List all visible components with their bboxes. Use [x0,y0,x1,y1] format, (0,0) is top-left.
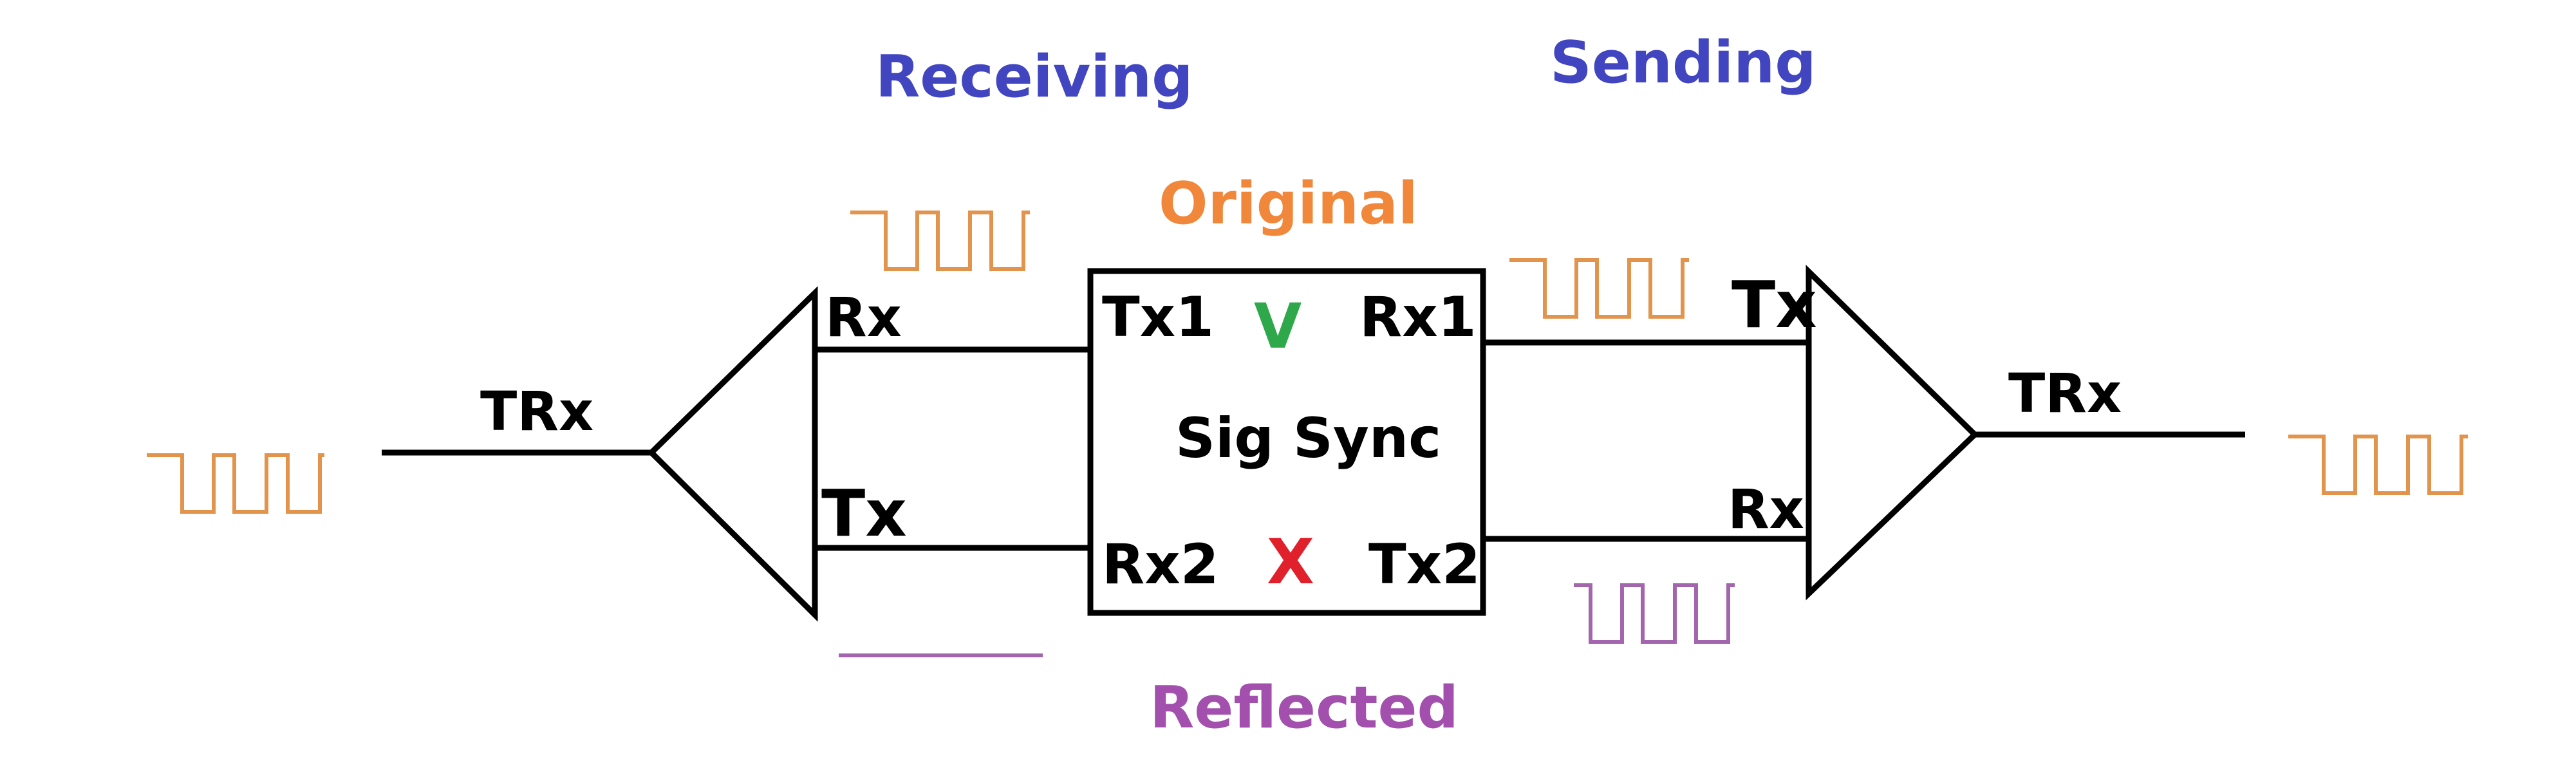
right-rx-label: Rx [1728,478,1804,541]
left-transceiver: TRx Rx Tx [382,286,907,622]
left-tx-label: Tx [821,476,907,551]
sending-heading: Sending [1550,29,1816,97]
sync-tx2-label: Tx2 [1368,532,1480,597]
sync-rx2-label: Rx2 [1102,532,1219,597]
check-mark: V [1254,290,1302,362]
right-transceiver: Tx Rx TRx [1728,265,2245,601]
reflected-waveform [1574,583,1735,644]
sync-tx1-label: Tx1 [1102,285,1214,350]
right-transceiver-triangle [1806,265,1979,601]
sending-original-waveform [1509,258,1689,319]
left-transceiver-triangle [647,286,818,622]
sync-rx1-label: Rx1 [1359,285,1477,350]
cross-mark: X [1267,526,1314,598]
left-rx-label: Rx [825,286,902,349]
right-trx-label: TRx [2008,362,2122,425]
right-output-waveform [2288,435,2468,495]
reflected-label: Reflected [1150,674,1459,742]
sync-title: Sig Sync [1175,406,1441,471]
original-label: Original [1159,170,1418,238]
right-tx-label: Tx [1731,267,1817,343]
sig-sync-box [1087,268,1486,616]
left-trx-label: TRx [480,380,593,443]
left-input-waveform [147,453,324,514]
receiving-heading: Receiving [875,43,1193,111]
sig-sync-block: Tx1 Rx1 Sig Sync Rx2 Tx2 V X [1087,268,1486,616]
receiving-original-waveform [850,211,1030,271]
